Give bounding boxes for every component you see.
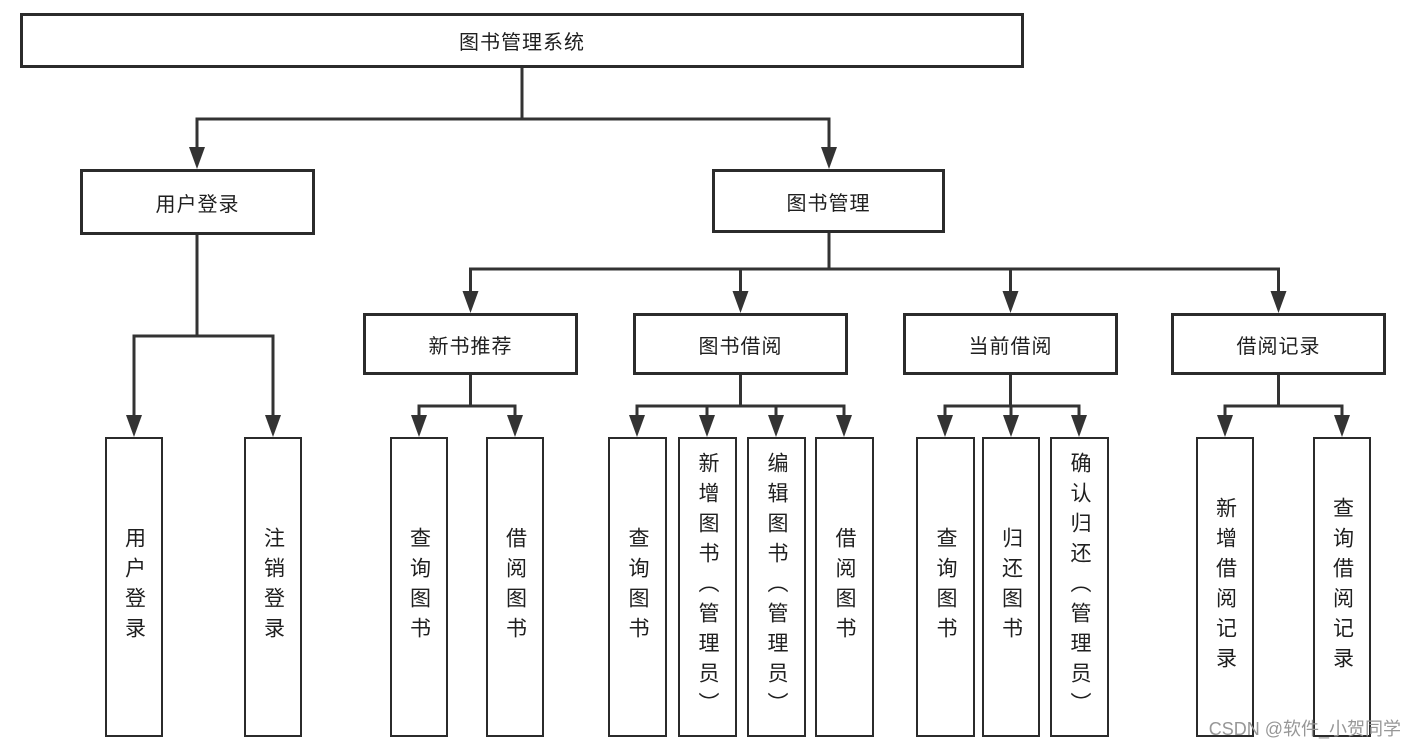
watermark: CSDN @软件_小贺同学: [1208, 719, 1401, 739]
connector-current-borrow-children: [943, 373, 1081, 418]
connector-new-book-children: [417, 373, 517, 418]
leaf-add-books-admin: 新增图书（管理员）: [678, 437, 737, 737]
connector-book-mgmt-to-level3: [469, 231, 1280, 294]
node-user-login-label: 用户登录: [155, 193, 240, 216]
connector-borrow-records-children: [1223, 373, 1344, 418]
node-book-management: 图书管理: [712, 169, 945, 233]
leaf-confirm-return-admin-label: 确认归还（管理员）: [1068, 452, 1091, 722]
leaf-logout: 注销登录: [244, 437, 302, 737]
leaf-logout-label: 注销登录: [261, 527, 285, 647]
node-root: 图书管理系统: [20, 13, 1024, 68]
connector-book-borrow-children: [635, 373, 846, 418]
connector-user-login-children: [132, 233, 275, 418]
node-new-book-recommend-label: 新书推荐: [428, 335, 513, 358]
leaf-add-borrow-record: 新增借阅记录: [1196, 437, 1254, 737]
node-user-login: 用户登录: [80, 169, 315, 235]
node-borrowing-records-label: 借阅记录: [1236, 335, 1321, 358]
connector-root-to-level2: [195, 64, 831, 150]
leaf-query-borrow-record-label: 查询借阅记录: [1330, 497, 1354, 677]
leaf-borrow-books: 借阅图书: [815, 437, 874, 737]
leaf-borrow-books: 借阅图书: [486, 437, 544, 737]
leaf-query-books: 查询图书: [390, 437, 448, 737]
node-new-book-recommend: 新书推荐: [363, 313, 578, 375]
leaf-add-books-admin-label: 新增图书（管理员）: [696, 452, 719, 722]
node-current-borrowing: 当前借阅: [903, 313, 1118, 375]
arrowheads: [126, 147, 1350, 437]
leaf-query-books-label: 查询图书: [934, 527, 957, 647]
leaf-query-borrow-record: 查询借阅记录: [1313, 437, 1371, 737]
node-current-borrowing-label: 当前借阅: [968, 335, 1053, 358]
node-root-label: 图书管理系统: [459, 32, 585, 54]
leaf-edit-books-admin-label: 编辑图书（管理员）: [765, 452, 788, 722]
node-borrowing-records: 借阅记录: [1171, 313, 1386, 375]
node-book-borrowing: 图书借阅: [633, 313, 848, 375]
node-book-borrowing-label: 图书借阅: [698, 335, 783, 358]
leaf-edit-books-admin: 编辑图书（管理员）: [747, 437, 806, 737]
leaf-borrow-books-label: 借阅图书: [833, 527, 856, 647]
leaf-query-books: 查询图书: [916, 437, 975, 737]
leaf-add-borrow-record-label: 新增借阅记录: [1213, 497, 1237, 677]
leaf-return-books: 归还图书: [982, 437, 1040, 737]
leaf-return-books-label: 归还图书: [999, 527, 1023, 647]
leaf-user-login: 用户登录: [105, 437, 163, 737]
leaf-borrow-books-label: 借阅图书: [503, 527, 527, 647]
leaf-query-books-label: 查询图书: [626, 527, 649, 647]
leaf-confirm-return-admin: 确认归还（管理员）: [1050, 437, 1109, 737]
leaf-query-books-label: 查询图书: [407, 527, 431, 647]
leaf-query-books: 查询图书: [608, 437, 667, 737]
leaf-user-login-label: 用户登录: [122, 527, 146, 647]
node-book-management-label: 图书管理: [786, 192, 871, 215]
